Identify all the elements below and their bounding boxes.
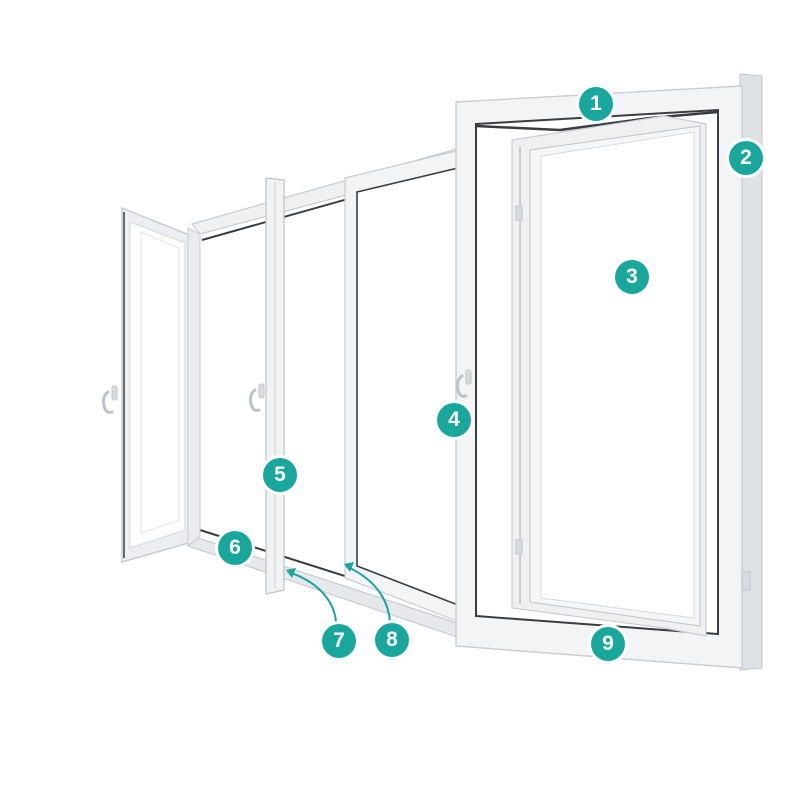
callout-7: 7 bbox=[322, 624, 356, 658]
callout-4: 4 bbox=[437, 403, 471, 437]
callout-9: 9 bbox=[591, 627, 625, 661]
thin-sash bbox=[249, 177, 285, 595]
callout-8: 8 bbox=[375, 623, 409, 657]
right-sash bbox=[456, 115, 751, 637]
callout-1: 1 bbox=[579, 87, 613, 121]
left-open-sash bbox=[102, 206, 193, 563]
middle-pane bbox=[344, 149, 461, 623]
callout-3: 3 bbox=[615, 260, 649, 294]
leader-arrows bbox=[286, 562, 391, 623]
callout-5: 5 bbox=[263, 458, 297, 492]
callout-6: 6 bbox=[218, 531, 252, 565]
callout-2: 2 bbox=[729, 141, 763, 175]
